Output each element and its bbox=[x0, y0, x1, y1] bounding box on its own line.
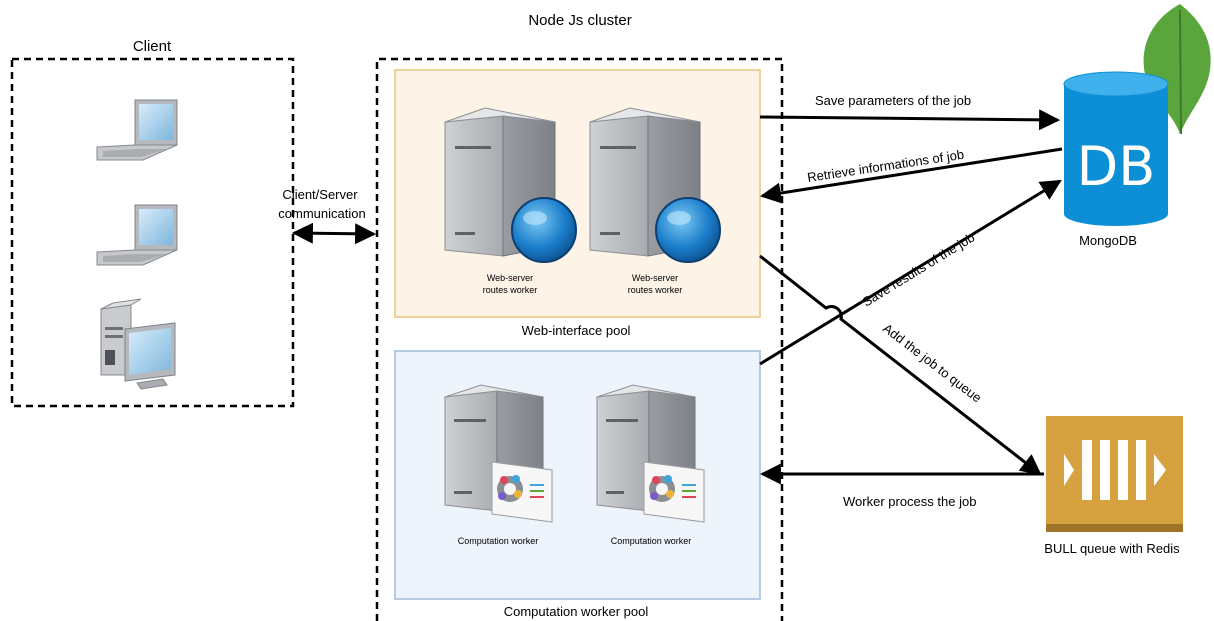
web-server-worker-label-line2: routes worker bbox=[628, 285, 683, 295]
node-cluster-box bbox=[375, 57, 784, 621]
globe-icon bbox=[655, 197, 721, 263]
mongodb-db-text: DB bbox=[1077, 135, 1156, 198]
laptop-icon bbox=[96, 204, 178, 266]
desktop-computer-icon bbox=[100, 298, 176, 390]
globe-icon bbox=[511, 197, 577, 263]
save-params-label: Save parameters of the job bbox=[815, 93, 971, 108]
client-title: Client bbox=[133, 38, 172, 55]
web-server-worker-label: Web-server bbox=[487, 273, 533, 283]
laptop-icon bbox=[96, 99, 178, 161]
worker-process-label: Worker process the job bbox=[843, 494, 976, 509]
mongodb-label: MongoDB bbox=[1079, 233, 1137, 248]
client-server-label: Client/Server bbox=[282, 187, 358, 202]
client-server-arrow bbox=[291, 222, 377, 245]
computation-worker-label: Computation worker bbox=[611, 536, 692, 546]
gears-document-icon bbox=[491, 461, 553, 523]
client-server-label-line2: communication bbox=[278, 206, 365, 221]
mongodb-icon: DB bbox=[1063, 4, 1211, 226]
web-server-worker-label-line2: routes worker bbox=[483, 285, 538, 295]
client-box bbox=[10, 57, 295, 408]
web-pool-label: Web-interface pool bbox=[522, 323, 631, 338]
computation-worker-pool: Computation worker pool Computation work… bbox=[394, 350, 761, 619]
save-results-label: Save results of the job bbox=[860, 230, 978, 310]
cluster-title: Node Js cluster bbox=[528, 12, 631, 29]
retrieve-info-arrow bbox=[759, 147, 1063, 204]
gears-document-icon bbox=[643, 461, 705, 523]
bull-queue-icon bbox=[1046, 416, 1183, 532]
web-server-worker-label: Web-server bbox=[632, 273, 678, 283]
web-interface-pool: Web-interface pool Web-server routes wor… bbox=[394, 69, 761, 338]
save-results-arrow bbox=[759, 179, 1062, 366]
retrieve-info-label: Retrieve informations of job bbox=[806, 147, 965, 185]
computation-pool-label: Computation worker pool bbox=[504, 604, 649, 619]
client-group: Client bbox=[10, 38, 295, 408]
queue-label: BULL queue with Redis bbox=[1044, 541, 1180, 556]
computation-worker-label: Computation worker bbox=[458, 536, 539, 546]
save-params-arrow bbox=[759, 109, 1061, 131]
add-job-arrow bbox=[759, 254, 1042, 476]
